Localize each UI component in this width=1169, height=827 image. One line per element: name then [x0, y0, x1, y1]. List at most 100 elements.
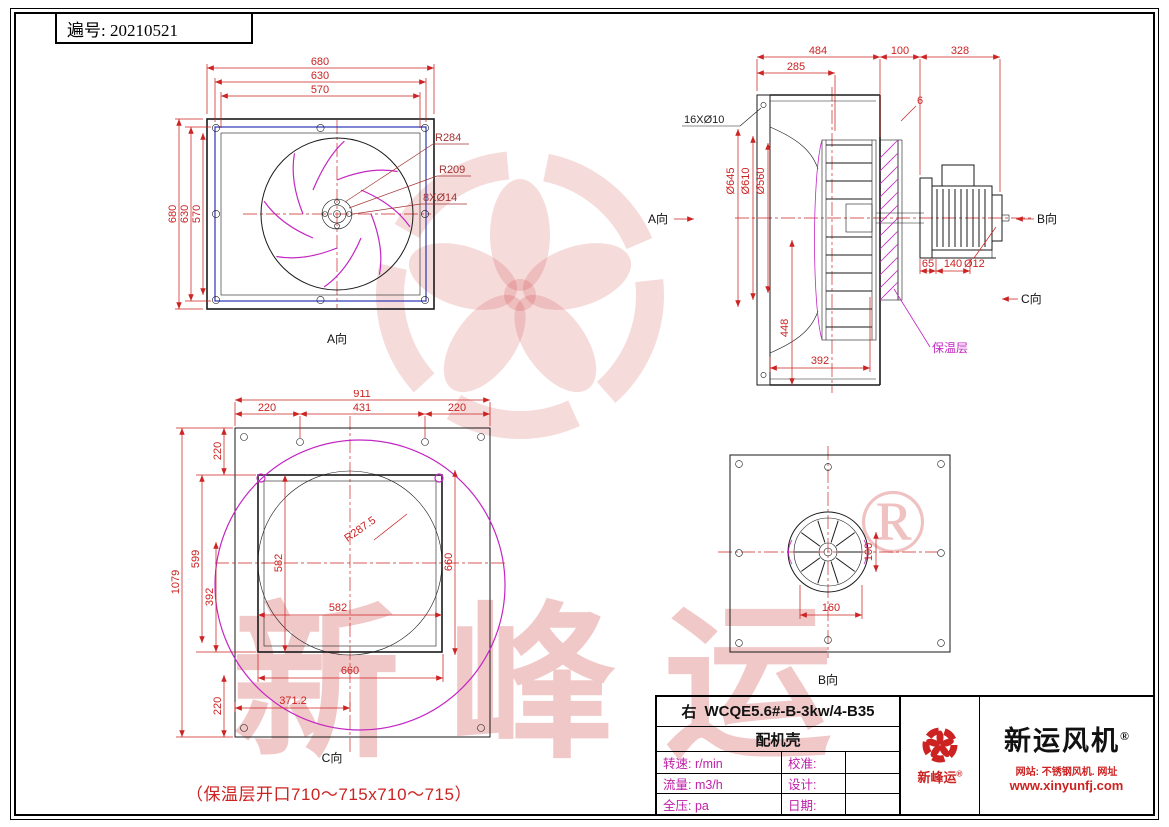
brand-site-area: 网站: 不锈钢风机. 网址 www.xinyunfj.com	[1010, 763, 1124, 793]
view-arrow-label-c: C向	[1021, 291, 1042, 306]
insulation-opening-note: （保温层开口710～715x710～715）	[186, 785, 472, 804]
dim-c-220-right: 220	[448, 402, 466, 414]
dim-side-65: 65	[922, 258, 934, 270]
callout-r209: R209	[439, 164, 465, 176]
param-speed: 转速: r/min	[663, 756, 723, 771]
dim-c-660-v: 660	[443, 553, 455, 571]
bview-plate	[729, 454, 951, 653]
view-label-a: A向	[327, 331, 347, 346]
model-side: 右	[681, 704, 697, 721]
title-block-empty-cell	[845, 772, 899, 794]
dim-c-220-left: 220	[258, 402, 276, 414]
brand-company-text: 新运风机	[1004, 725, 1121, 756]
title-block-subtitle: 配机壳	[657, 727, 899, 752]
dim-c-431: 431	[353, 402, 371, 414]
callout-8xo14: 8XØ14	[423, 192, 457, 204]
dim-front-left-680: 680	[167, 205, 179, 223]
dim-c-911: 911	[353, 390, 371, 400]
dim-front-top-570: 570	[311, 84, 329, 96]
title-block-grid: 转速: r/min 校准: 流量: m3/h 设计: 全压: pa 日期:	[657, 752, 899, 814]
dim-side-140: 140	[944, 258, 962, 270]
title-block: 右 WCQE5.6#-B-3kw/4-B35 配机壳 转速: r/min 校准:…	[655, 695, 901, 816]
front-plate	[206, 118, 435, 310]
brand-company-registered: ®	[1120, 728, 1129, 743]
side-dimensions: 484 100 328 285 6 16XØ10 Ø645 Ø610 Ø560 …	[648, 45, 1057, 385]
meta-design: 设计:	[781, 772, 845, 794]
dim-c-220-top: 220	[212, 442, 224, 460]
view-label-c: C向	[322, 750, 343, 765]
view-side: 484 100 328 285 6 16XØ10 Ø645 Ø610 Ø560 …	[648, 45, 1057, 393]
brand-flower-icon	[922, 727, 958, 763]
dim-front-top-630: 630	[311, 70, 329, 82]
title-block-empty-cell	[845, 752, 899, 773]
dim-side-448: 448	[779, 319, 791, 337]
dim-c-392: 392	[204, 588, 216, 606]
view-label-b: B向	[818, 672, 838, 687]
dim-side-328: 328	[951, 45, 969, 57]
side-motor	[919, 164, 1010, 259]
brand-company-name: 新运风机®	[1004, 719, 1129, 758]
dim-front-left-570: 570	[191, 205, 203, 223]
view-front-a: 680 630 570 680 630 570 R284 R209 8XØ14 …	[167, 56, 471, 346]
dim-side-285: 285	[787, 61, 805, 73]
dim-b-160: 160	[822, 602, 840, 614]
brand-url: www.xinyunfj.com	[1009, 777, 1124, 793]
param-pressure: 全压: pa	[657, 793, 781, 814]
cview-plate	[234, 427, 491, 738]
cview-opening-circle	[257, 470, 443, 656]
side-housing	[756, 94, 881, 386]
brand-company-area: 新运风机® 网站: 不锈钢风机. 网址 www.xinyunfj.com	[980, 697, 1153, 814]
dim-c-371-2: 371.2	[279, 695, 307, 707]
brand-logo-registered: ®	[956, 769, 963, 779]
dim-side-6: 6	[917, 95, 923, 107]
dim-front-left-630: 630	[179, 205, 191, 223]
front-impeller	[260, 137, 414, 291]
dim-side-o560: Ø560	[755, 168, 767, 195]
dim-side-o610: Ø610	[740, 168, 752, 195]
model-number: WCQE5.6#-B-3kw/4-B35	[704, 703, 875, 720]
side-centerlines	[735, 87, 1032, 393]
title-block-model-row: 右 WCQE5.6#-B-3kw/4-B35	[657, 697, 899, 727]
brand-website-line: 网站: 不锈钢风机. 网址	[1015, 766, 1118, 778]
callout-r284: R284	[435, 132, 461, 144]
dim-c-582-h: 582	[329, 602, 347, 614]
bview-inlet	[787, 511, 869, 593]
title-block-empty-cell	[845, 793, 899, 814]
dim-front-top-680: 680	[311, 56, 329, 68]
dim-c-220-bottom: 220	[212, 697, 224, 715]
meta-check: 校准:	[781, 752, 845, 773]
side-impeller	[814, 139, 924, 341]
dim-c-r287-5: R287.5	[342, 514, 378, 544]
dim-side-o12: Ø12	[964, 258, 985, 270]
brand-logo-area: 新峰运®	[901, 697, 980, 814]
param-flow: 流量: m3/h	[657, 772, 781, 794]
view-arrow-label-b: B向	[1037, 211, 1057, 226]
dim-c-1079: 1079	[170, 570, 182, 594]
dim-c-599: 599	[190, 550, 202, 568]
meta-date: 日期:	[781, 793, 845, 814]
dim-c-582-v: 582	[273, 554, 285, 572]
dim-side-o645: Ø645	[725, 168, 737, 195]
brand-block: 新峰运® 新运风机® 网站: 不锈钢风机. 网址 www.xinyunfj.co…	[901, 695, 1155, 816]
sheet-border-outer	[10, 8, 1159, 820]
side-insulation-layer	[879, 139, 903, 301]
brand-logo-name: 新峰运®	[918, 767, 963, 786]
front-dimensions: 680 630 570 680 630 570	[167, 56, 435, 310]
cview-dimensions: 911 220 431 220 220 1079 599 392 220 582…	[170, 390, 491, 738]
dim-c-660-h: 660	[341, 665, 359, 677]
front-callouts: R284 R209 8XØ14	[344, 132, 471, 215]
dim-side-392: 392	[811, 355, 829, 367]
view-c: 911 220 431 220 220 1079 599 392 220 582…	[170, 390, 506, 765]
insulation-label: 保温层	[932, 341, 968, 355]
view-arrow-label-a: A向	[648, 211, 668, 226]
sheet-border-inner	[14, 12, 1155, 816]
callout-16xo10: 16XØ10	[684, 114, 724, 126]
dim-side-484: 484	[809, 45, 827, 57]
bview-dimensions: 160 100	[799, 532, 879, 619]
doc-number: 遍号: 20210521	[67, 20, 178, 40]
doc-number-box: 遍号: 20210521	[55, 12, 253, 44]
brand-logo-text: 新峰运	[917, 770, 957, 785]
bview-centerlines	[718, 446, 938, 658]
dim-side-100: 100	[891, 45, 909, 57]
